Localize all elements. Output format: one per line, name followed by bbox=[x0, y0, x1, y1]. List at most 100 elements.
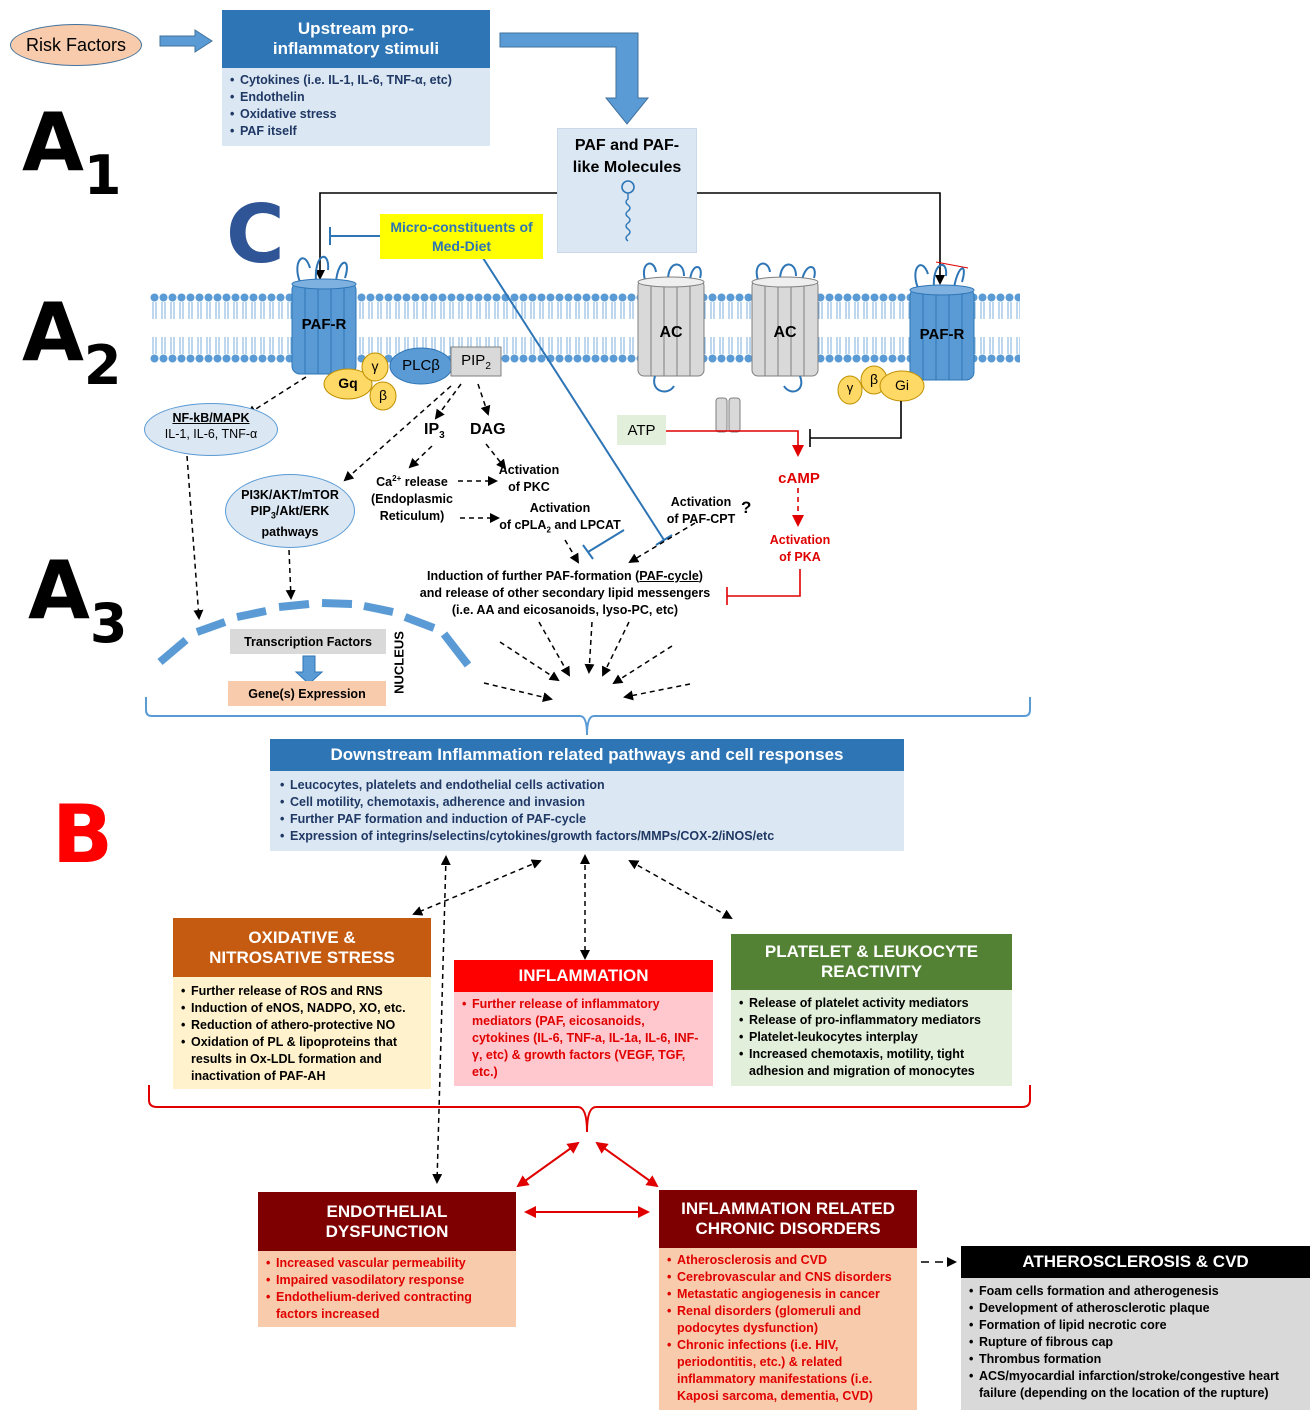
transcription-factors-box: Transcription Factors bbox=[230, 629, 386, 654]
chronic-list: Atherosclerosis and CVD Cerebrovascular … bbox=[659, 1248, 917, 1410]
pip2-label: PIP2 bbox=[461, 352, 491, 372]
paf-r-right-label: PAF-R bbox=[919, 326, 965, 343]
line-paf-to-paf-r-right bbox=[697, 192, 945, 285]
arrow-upstream-to-paf bbox=[499, 32, 650, 125]
gq-subunit bbox=[323, 368, 373, 400]
nucleus-label: NUCLEUS bbox=[391, 631, 407, 694]
downstream-item: Cell motility, chemotaxis, adherence and… bbox=[280, 794, 894, 811]
platelet-item: Increased chemotaxis, motility, tight ad… bbox=[739, 1046, 1004, 1080]
arrow-pip2-to-dag bbox=[477, 383, 491, 416]
camp-label: cAMP bbox=[778, 470, 820, 487]
inhibit-paf-r bbox=[329, 227, 380, 245]
arrow-ip3-to-ca bbox=[408, 445, 433, 469]
arrow-pip2-to-pi3k bbox=[343, 385, 452, 482]
paf-molecule-icon bbox=[621, 180, 635, 242]
gene-expression-box: Gene(s) Expression bbox=[228, 681, 386, 706]
oxidative-item: Reduction of athero-protective NO bbox=[181, 1017, 423, 1034]
bidir-to-platelet bbox=[628, 860, 733, 919]
athero-item: Formation of lipid necrotic core bbox=[969, 1317, 1302, 1334]
ip3-label: IP3 bbox=[424, 421, 445, 442]
beta-right-label: β bbox=[869, 371, 879, 387]
downstream-item: Expression of integrins/selectins/cytoki… bbox=[280, 828, 894, 845]
bidir-red-chronic bbox=[595, 1141, 659, 1188]
platelet-item: Release of platelet activity mediators bbox=[739, 995, 1004, 1012]
gi-label: Gi bbox=[895, 377, 909, 393]
inhibit-paf-cycle bbox=[582, 529, 625, 560]
oxidative-list: Further release of ROS and RNS Induction… bbox=[173, 977, 431, 1089]
upstream-item: PAF itself bbox=[230, 123, 482, 140]
arrow-nfkb-to-nucleus bbox=[186, 455, 204, 620]
upstream-title: Upstream pro-inflammatory stimuli bbox=[222, 10, 490, 68]
ac1-label: AC bbox=[659, 324, 683, 341]
gamma-right-label: γ bbox=[846, 380, 854, 395]
upstream-item: Cytokines (i.e. IL-1, IL-6, TNF-α, etc) bbox=[230, 72, 482, 89]
chronic-item: Cerebrovascular and CNS disorders bbox=[667, 1269, 909, 1286]
endothelial-item: Endothelium-derived contracting factors … bbox=[266, 1289, 508, 1323]
arrow-ind-1 bbox=[499, 641, 560, 682]
atp-box: ATP bbox=[617, 415, 666, 445]
label-a3: A3 bbox=[28, 544, 128, 656]
arrow-ind-5 bbox=[612, 645, 673, 685]
chronic-title: INFLAMMATION RELATED CHRONIC DISORDERS bbox=[659, 1190, 917, 1248]
platelet-title: PLATELET & LEUKOCYTE REACTIVITY bbox=[731, 934, 1012, 990]
arrow-transcription-to-gene bbox=[294, 655, 324, 685]
nfkb-ellipse: NF-kB/MAPK IL-1, IL-6, TNF-α bbox=[144, 403, 278, 456]
pi3k-ellipse: PI3K/AKT/mTOR PIP3/Akt/ERK pathways bbox=[225, 474, 355, 548]
beta-left-subunit bbox=[369, 381, 397, 411]
pi3k-line1: PI3K/AKT/mTOR bbox=[241, 488, 339, 502]
ac-catalytic-domain bbox=[715, 397, 741, 433]
arrow-cpla-to-induction bbox=[564, 539, 580, 564]
pip2-box bbox=[450, 346, 502, 377]
pafcpt-label: Activation of PAF-CPT bbox=[666, 495, 736, 526]
chronic-item: Chronic infections (i.e. HIV, periodonti… bbox=[667, 1337, 909, 1405]
ac2-label: AC bbox=[773, 324, 797, 341]
athero-title: ATHEROSCLEROSIS & CVD bbox=[961, 1246, 1310, 1278]
red-brace bbox=[148, 1085, 1031, 1133]
bidir-to-endothelial bbox=[432, 855, 451, 1184]
inflammation-list: Further release of inflammatory mediator… bbox=[454, 992, 713, 1086]
endothelial-item: Impaired vasodilatory response bbox=[266, 1272, 508, 1289]
adenylyl-cyclase-1 bbox=[637, 262, 705, 393]
arrow-ind-4 bbox=[602, 621, 630, 677]
arrow-ind-6 bbox=[623, 683, 691, 701]
pka-label: Activation of PKA bbox=[769, 533, 831, 564]
pi3k-line2: PIP3/Akt/ERK bbox=[250, 504, 330, 521]
bidir-to-oxidative bbox=[412, 859, 542, 916]
paf-r-left-label: PAF-R bbox=[301, 316, 347, 333]
paf-r-right-receptor bbox=[909, 261, 975, 381]
question-mark: ? bbox=[741, 498, 752, 517]
arrow-atp-to-camp bbox=[666, 430, 804, 457]
gq-label: Gq bbox=[338, 375, 358, 391]
downstream-title: Downstream Inflammation related pathways… bbox=[270, 739, 904, 771]
inflammation-title: INFLAMMATION bbox=[454, 960, 713, 992]
label-c: C bbox=[226, 188, 285, 281]
label-a2: A2 bbox=[22, 286, 122, 398]
chronic-item: Atherosclerosis and CVD bbox=[667, 1252, 909, 1269]
arrow-risk-to-upstream bbox=[159, 29, 213, 53]
adenylyl-cyclase-2 bbox=[751, 262, 819, 393]
athero-item: Rupture of fibrous cap bbox=[969, 1334, 1302, 1351]
paf-molecules-box: PAF and PAF-like Molecules bbox=[557, 128, 697, 253]
gamma-left-subunit bbox=[361, 352, 389, 382]
beta-left-label: β bbox=[378, 387, 388, 403]
arrow-ind-2 bbox=[538, 621, 570, 677]
platelet-list: Release of platelet activity mediators R… bbox=[731, 990, 1012, 1086]
athero-item: Foam cells formation and atherogenesis bbox=[969, 1283, 1302, 1300]
inhibit-cpla2 bbox=[482, 257, 673, 546]
endothelial-title: ENDOTHELIAL DYSFUNCTION bbox=[258, 1192, 516, 1251]
pi3k-line3: pathways bbox=[261, 524, 319, 539]
athero-list: Foam cells formation and atherogenesis D… bbox=[961, 1278, 1310, 1410]
oxidative-item: Further release of ROS and RNS bbox=[181, 983, 423, 1000]
upstream-list: Cytokines (i.e. IL-1, IL-6, TNF-α, etc) … bbox=[222, 68, 490, 146]
paf-r-left-receptor bbox=[291, 255, 357, 375]
paf-molecules-label: PAF and PAF-like Molecules bbox=[572, 137, 682, 176]
blue-brace bbox=[145, 697, 1031, 736]
athero-item: Thrombus formation bbox=[969, 1351, 1302, 1368]
gamma-right-subunit bbox=[837, 375, 863, 405]
cell-membrane bbox=[150, 293, 1020, 363]
bidir-red-endothelial bbox=[516, 1141, 580, 1188]
platelet-item: Release of pro-inflammatory mediators bbox=[739, 1012, 1004, 1029]
athero-item: Development of atherosclerotic plaque bbox=[969, 1300, 1302, 1317]
arrow-pi3k-to-nucleus bbox=[285, 549, 296, 600]
dag-label: DAG bbox=[470, 421, 506, 438]
